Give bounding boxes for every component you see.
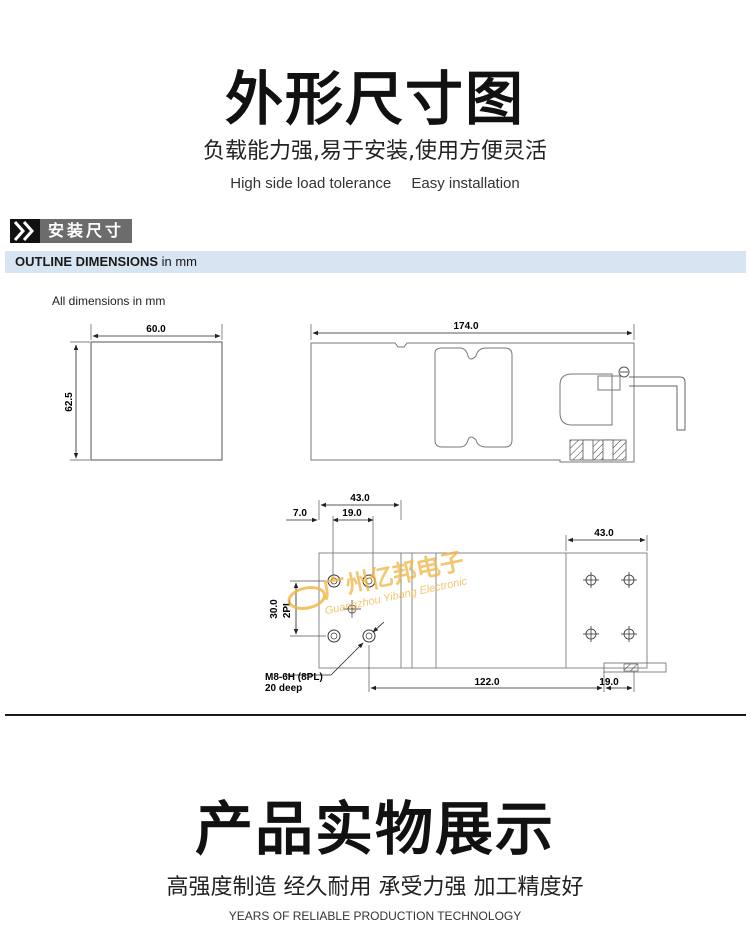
- section-divider: [5, 714, 746, 716]
- outline-dimensions-bar: OUTLINE DIMENSIONS in mm: [5, 251, 746, 273]
- dim-length: 174.0: [453, 321, 478, 332]
- subtitle-en-right: Easy installation: [411, 175, 520, 192]
- watermark: 广州亿邦电子 Guangzhou Yibang Electronic: [287, 547, 469, 617]
- subtitle-cn: 负载能力强,易于安装,使用方便灵活: [203, 139, 547, 164]
- footer-title: 产品实物展示: [194, 795, 555, 863]
- bar-rest-text: in mm: [158, 254, 198, 269]
- side-view: 174.0: [310, 321, 686, 463]
- section-tag: 安装尺寸: [10, 219, 133, 243]
- subtitle-en-left: High side load tolerance: [230, 175, 392, 192]
- dim-top-7: 7.0: [293, 508, 307, 519]
- end-view: 60.0 62.5: [64, 324, 223, 461]
- thread-depth: 20 deep: [265, 683, 302, 694]
- dim-right-43: 43.0: [594, 528, 614, 539]
- subtitle-en: High side load tolerance Easy installati…: [0, 175, 750, 192]
- double-chevron-icon: [10, 219, 40, 243]
- drawing-note: All dimensions in mm: [52, 294, 165, 308]
- dim-top-43: 43.0: [350, 493, 370, 504]
- dim-side-30: 30.0: [269, 599, 280, 619]
- dim-bottom-122: 122.0: [474, 677, 499, 688]
- footer-subtitle-en: YEARS OF RELIABLE PRODUCTION TECHNOLOGY: [228, 909, 522, 923]
- section-tag-label: 安装尺寸: [40, 219, 133, 243]
- watermark-logo-icon: [287, 586, 327, 610]
- dim-top-19: 19.0: [342, 508, 362, 519]
- dim-height-end: 62.5: [64, 392, 75, 412]
- footer-subtitle-cn: 高强度制造 经久耐用 承受力强 加工精度好: [166, 875, 584, 900]
- technical-drawing: All dimensions in mm 60.0 62.5 174.0 43.…: [52, 294, 686, 694]
- bar-bold-text: OUTLINE DIMENSIONS: [15, 254, 159, 269]
- dim-width-end: 60.0: [146, 324, 166, 335]
- thread-spec: M8-6H (8PL): [265, 672, 323, 683]
- page-title: 外形尺寸图: [224, 65, 525, 133]
- dim-side-2pl: 2PL: [282, 600, 293, 618]
- dim-bottom-19: 19.0: [599, 677, 619, 688]
